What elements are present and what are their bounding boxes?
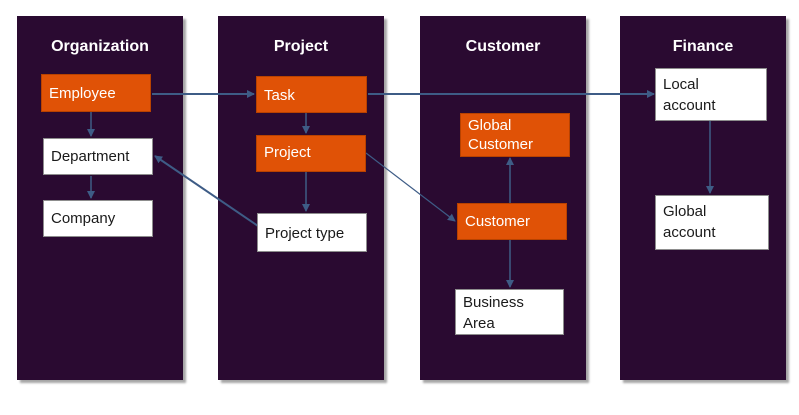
node-project-type-label: Project type: [265, 225, 345, 242]
node-company-label: Company: [51, 210, 116, 227]
node-business-area-label: Business Area: [463, 294, 524, 332]
node-task-label: Task: [264, 87, 295, 104]
node-customer: Customer: [457, 203, 567, 240]
node-global-customer-label: Global Customer: [468, 117, 534, 153]
node-employee: Employee: [41, 74, 151, 112]
node-employee-label: Employee: [49, 85, 116, 102]
arrow-project-type-department: [154, 155, 259, 227]
node-global-account: Global account: [655, 195, 769, 250]
node-global-customer: Global Customer: [460, 113, 570, 157]
node-project-label: Project: [264, 144, 311, 161]
node-department-label: Department: [51, 148, 130, 165]
node-business-area: Business Area: [455, 289, 564, 335]
node-local-account: Local account: [655, 68, 767, 121]
node-project: Project: [256, 135, 366, 172]
column-title-organization: Organization: [51, 38, 149, 55]
node-department: Department: [43, 138, 153, 175]
column-title-project: Project: [273, 38, 329, 55]
node-customer-label: Customer: [465, 213, 531, 230]
column-title-customer: Customer: [465, 38, 541, 55]
node-global-account-label: Global account: [663, 203, 716, 241]
node-project-type: Project type: [257, 213, 367, 252]
node-local-account-label: Local account: [663, 76, 716, 114]
node-company: Company: [43, 200, 153, 237]
node-task: Task: [256, 76, 367, 113]
arrow-project-customer: [365, 152, 456, 222]
column-title-finance: Finance: [672, 38, 734, 55]
